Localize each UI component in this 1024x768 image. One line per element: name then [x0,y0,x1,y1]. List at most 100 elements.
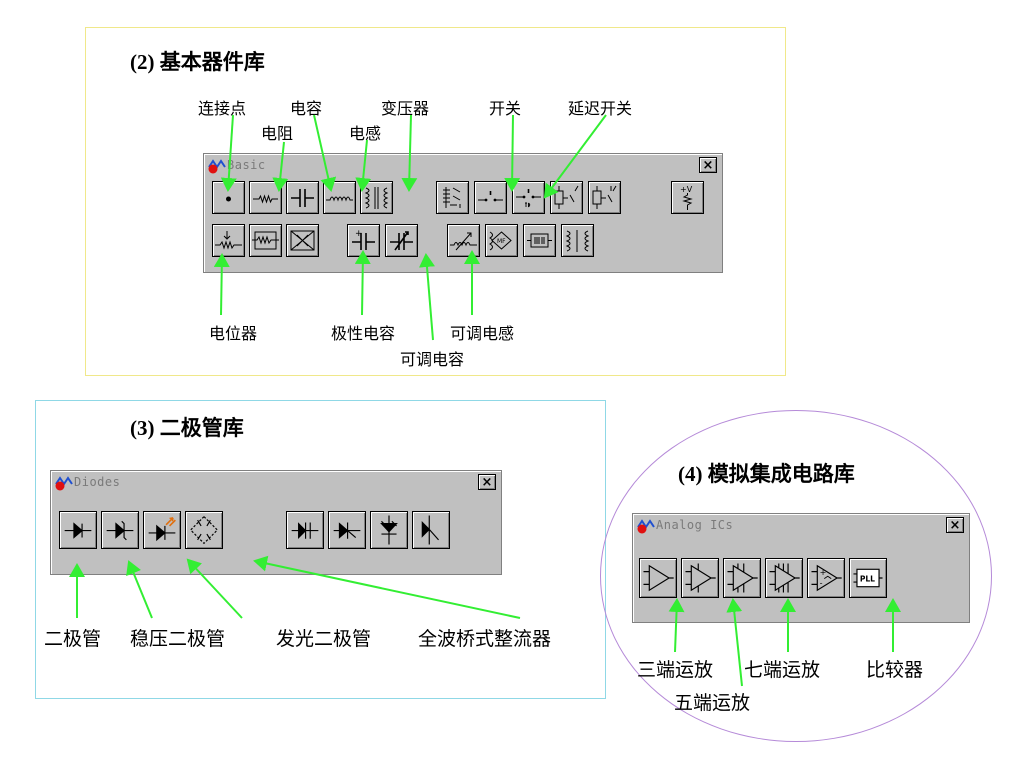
potentiometer-button[interactable] [212,224,245,257]
label-resistor: 电阻 [261,124,294,143]
bridge-button[interactable] [286,224,319,257]
diodes-close-button[interactable]: × [478,474,496,490]
diodes-library-title: (3) 二极管库 [130,416,244,440]
diac-icon [333,522,361,539]
zener-diode-icon [106,520,134,541]
label-potentiometer: 电位器 [209,324,258,343]
basic-library-title: (2) 基本器件库 [130,50,265,74]
diodes-toolbar-window: Diodes × [50,470,502,575]
junction-button[interactable] [212,181,245,214]
polarized-capacitor-button[interactable]: + [347,224,380,257]
label-inductor: 电感 [349,124,382,143]
switch-icon [478,191,503,202]
transformer-icon [364,187,389,209]
basic-title-bar[interactable]: Basic × [207,157,719,175]
triac-button[interactable] [412,511,450,549]
label-switch: 开关 [489,99,522,118]
resistor-pack-button[interactable] [249,224,282,257]
nonlinear-transformer-icon [565,230,590,252]
magnetic-core-button[interactable]: MF [485,224,518,257]
variable-inductor-button[interactable] [447,224,480,257]
triac-icon [421,515,439,545]
diac-button[interactable] [328,511,366,549]
opamp-9-terminal-button[interactable] [765,558,803,598]
bridge-rectifier-icon [189,515,219,545]
svg-text:+: + [355,229,363,239]
basic-toolbar-window: Basic × +V + MF [203,153,723,273]
analog-library-title: (4) 模拟集成电路库 [678,462,855,486]
schottky-diode-button[interactable] [286,511,324,549]
inductor-button[interactable] [323,181,356,214]
label-capacitor: 电容 [290,99,323,118]
diodes-title-bar[interactable]: Diodes × [54,474,498,492]
junction-icon [226,196,231,202]
analog-window-title: Analog ICs [656,518,734,532]
current-controlled-switch-button[interactable] [588,181,621,214]
app-logo-icon [55,476,73,491]
svg-text:-: - [820,578,823,588]
current-controlled-switch-icon [592,185,617,209]
variable-inductor-icon [450,232,477,251]
relay-button[interactable] [436,181,469,214]
opamp-7-terminal-button[interactable] [723,558,761,598]
opamp-3-terminal-button[interactable] [639,558,677,598]
nonlinear-transformer-button[interactable] [561,224,594,257]
pll-text: PLL [860,574,875,583]
crystal-button[interactable] [523,224,556,257]
led-button[interactable] [143,511,181,549]
basic-library-frame [85,27,786,376]
variable-capacitor-icon [390,231,413,251]
diode-button[interactable] [59,511,97,549]
pullup-resistor-icon: +V [680,185,693,210]
schottky-diode-icon [291,522,319,539]
voltage-controlled-switch-button[interactable] [550,181,583,214]
diode-icon [64,522,92,539]
label-transformer: 变压器 [381,99,430,118]
label-led: 发光二极管 [276,628,372,650]
analog-title-bar[interactable]: Analog ICs × [636,517,966,535]
label-diode: 二极管 [44,628,102,650]
resistor-icon [253,194,278,204]
pll-button[interactable]: PLL [849,558,887,598]
label-bridge: 全波桥式整流器 [418,628,552,650]
app-logo-icon [637,519,655,534]
opamp-9-terminal-icon [769,563,800,593]
relay-icon [443,187,461,208]
label-junction: 连接点 [198,99,247,118]
magnetic-core-icon: MF [489,231,512,251]
bridge-rectifier-button[interactable] [185,511,223,549]
scr-icon [380,515,398,545]
opamp-5-terminal-icon [685,563,716,593]
opamp-3-terminal-icon [643,564,674,592]
switch-button[interactable] [474,181,507,214]
svg-text:+: + [820,567,827,577]
pll-icon: PLL [853,568,883,588]
label-polarized-capacitor: 极性电容 [331,324,396,343]
zener-diode-button[interactable] [101,511,139,549]
capacitor-button[interactable] [286,181,319,214]
basic-close-button[interactable]: × [699,157,717,173]
basic-window-title: Basic [227,158,266,172]
label-delay-switch: 延迟开关 [568,99,633,118]
variable-capacitor-button[interactable] [385,224,418,257]
comparator-button[interactable]: +- [807,558,845,598]
scr-button[interactable] [370,511,408,549]
capacitor-icon [291,189,314,207]
pullup-resistor-button[interactable]: +V [671,181,704,214]
label-comparator: 比较器 [866,659,924,681]
comparator-icon: +- [811,564,842,592]
crystal-icon [527,233,552,248]
led-icon [148,517,176,542]
analog-close-button[interactable]: × [946,517,964,533]
inductor-icon [326,196,353,202]
delay-switch-icon [516,189,541,208]
resistor-button[interactable] [249,181,282,214]
bridge-icon [290,230,315,251]
label-opamp3: 三端运放 [637,659,714,681]
delay-switch-button[interactable] [512,181,545,214]
opamp-5-terminal-button[interactable] [681,558,719,598]
analog-toolbar-window: Analog ICs × +- PLL [632,513,970,623]
label-variable-capacitor: 可调电容 [400,350,465,369]
transformer-button[interactable] [360,181,393,214]
diodes-window-title: Diodes [74,475,121,489]
